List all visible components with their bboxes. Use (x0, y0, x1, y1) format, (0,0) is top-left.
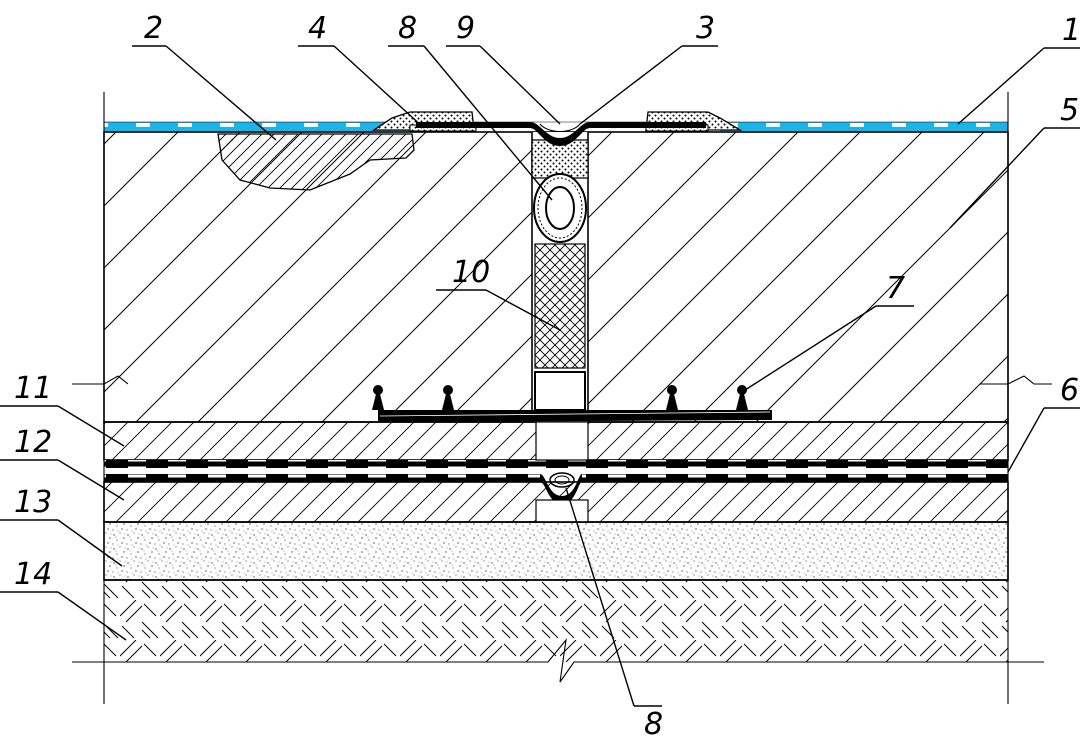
break-lines (72, 375, 1052, 683)
callouts: 1 2 3 4 5 6 7 8 8 9 10 11 12 13 14 (14, 11, 1081, 740)
callout-3: 3 (696, 11, 715, 46)
callout-8b: 8 (644, 707, 663, 740)
callout-2: 2 (144, 11, 163, 46)
callout-9: 9 (456, 11, 475, 46)
callout-5: 5 (1060, 93, 1079, 128)
callout-10: 10 (452, 255, 490, 290)
soil-layer (104, 579, 1008, 662)
sand-layer (103, 521, 1009, 581)
callout-8a: 8 (398, 11, 417, 46)
callout-6: 6 (1060, 373, 1079, 408)
callout-7: 7 (886, 271, 905, 306)
repair-zone (217, 133, 415, 191)
compensator-strip (416, 122, 706, 146)
joint-gap (531, 132, 589, 422)
callout-4: 4 (308, 11, 327, 46)
screed-joint (535, 421, 589, 523)
callout-13: 13 (14, 485, 52, 520)
anchor-studs (372, 385, 748, 410)
top-membrane (104, 121, 1008, 131)
leader-lines (0, 45, 1080, 707)
callout-1: 1 (1062, 13, 1081, 48)
callout-11: 11 (14, 371, 52, 406)
callout-12: 12 (14, 425, 52, 460)
callout-14: 14 (14, 557, 52, 592)
anchor-plate (378, 410, 772, 422)
